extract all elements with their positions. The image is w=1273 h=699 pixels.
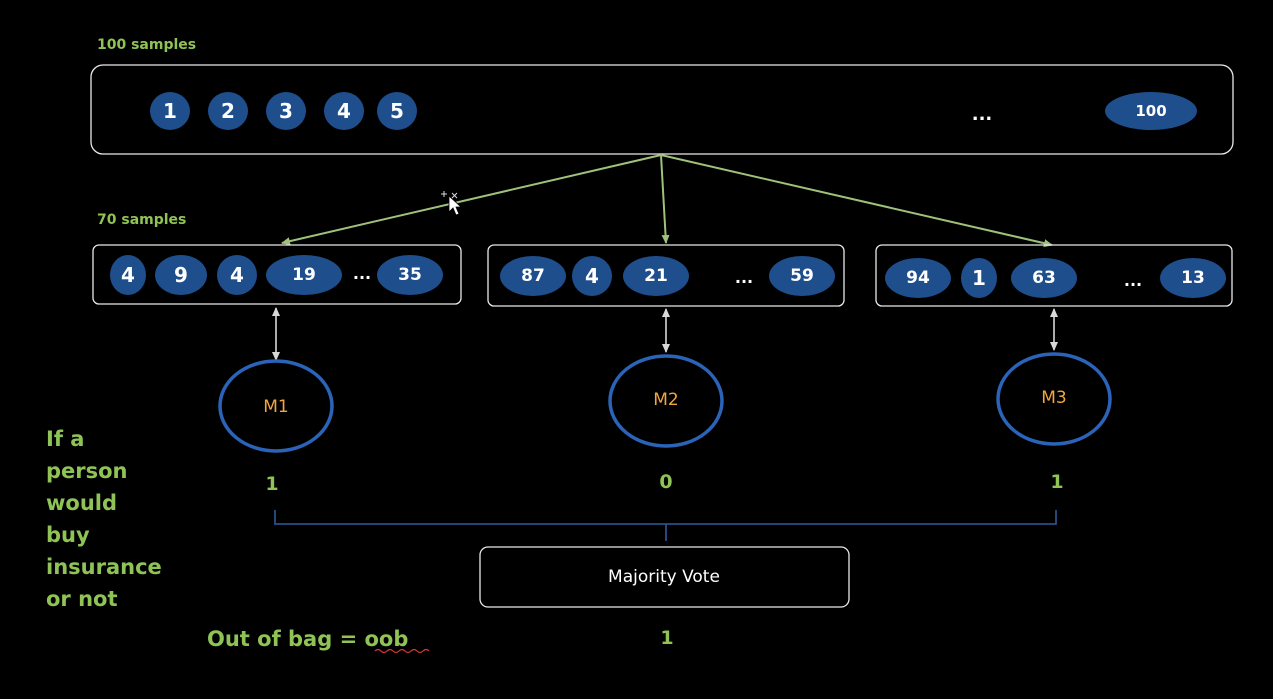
subset-1-pill-4-text: 19 [292, 265, 316, 285]
subset-1-pill-2-text: 9 [174, 263, 188, 287]
model-3-label: M3 [1041, 388, 1066, 408]
subset-1-pill-3: 4 [217, 255, 257, 295]
full-dataset-box [90, 64, 1234, 155]
model-3: M3 [996, 352, 1112, 446]
subset-1-pill-last: 35 [377, 255, 443, 295]
question-line-1: If a [46, 427, 84, 451]
subset-3-ellipsis: ... [1124, 271, 1142, 290]
subset-2-pill-2: 4 [572, 256, 612, 296]
model-1-prediction: 1 [265, 473, 278, 495]
subset-box-3 [875, 244, 1233, 307]
subset-2-pill-1: 87 [500, 256, 566, 296]
sample-arrow-1 [281, 154, 662, 246]
sample-arrow-3 [660, 154, 1053, 248]
subset-2-ellipsis: ... [735, 268, 753, 287]
top-pill-1: 1 [150, 92, 190, 130]
sample-arrow-2 [660, 154, 670, 244]
top-pill-3: 3 [266, 92, 306, 130]
subset-2-pill-1-text: 87 [521, 266, 545, 286]
top-pill-3-text: 3 [279, 99, 293, 123]
top-pill-100: 100 [1105, 92, 1197, 130]
subset-3-pill-2: 1 [961, 258, 997, 298]
question-line-5: insurance [46, 555, 162, 579]
mouse-cursor-icon [441, 191, 463, 216]
subset-3-pill-1: 94 [885, 258, 951, 298]
subset-1-pill-4: 19 [266, 255, 342, 295]
majority-vote-result: 1 [660, 627, 673, 649]
model-2-label: M2 [653, 390, 678, 410]
subset-1-pill-1: 4 [110, 255, 146, 295]
oob-label: Out of bag = oob [207, 627, 408, 651]
subset-2-pill-3-text: 21 [644, 266, 668, 286]
subset-3-pill-2-text: 1 [972, 266, 986, 290]
majority-vote-label: Majority Vote [608, 567, 720, 587]
subset-3-pill-1-text: 94 [906, 268, 930, 288]
subset-3-pill-last: 13 [1160, 258, 1226, 298]
question-line-4: buy [46, 523, 90, 547]
subset-box-2 [487, 244, 845, 307]
top-pill-100-text: 100 [1135, 102, 1166, 120]
subset-2-pill-2-text: 4 [585, 264, 599, 288]
top-samples-label: 100 samples [97, 37, 196, 53]
top-pill-2: 2 [208, 92, 248, 130]
subset-1-ellipsis: ... [353, 264, 371, 283]
subset-2-pill-last-text: 59 [790, 266, 814, 286]
subset-samples-label: 70 samples [97, 212, 186, 228]
subset-3-pill-3-text: 63 [1032, 268, 1056, 288]
subset-3-pill-3: 63 [1011, 258, 1077, 298]
majority-vote-box [479, 546, 850, 608]
subset-box-1 [92, 244, 462, 305]
subset-2-pill-last: 59 [769, 256, 835, 296]
spellcheck-underline [374, 648, 430, 654]
top-ellipsis: ... [972, 104, 993, 125]
model-2: M2 [608, 354, 724, 448]
question-line-6: or not [46, 587, 118, 611]
subset-1-pill-2: 9 [155, 255, 207, 295]
top-pill-4: 4 [324, 92, 364, 130]
top-pill-2-text: 2 [221, 99, 235, 123]
subset-1-pill-last-text: 35 [398, 265, 422, 285]
model-1: M1 [218, 359, 334, 453]
subset-1-pill-3-text: 4 [230, 263, 244, 287]
top-pill-5: 5 [377, 92, 417, 130]
subset-1-pill-1-text: 4 [121, 263, 135, 287]
model-3-prediction: 1 [1050, 471, 1063, 493]
subset-2-pill-3: 21 [623, 256, 689, 296]
aggregation-bracket [274, 510, 1057, 541]
top-pill-1-text: 1 [163, 99, 177, 123]
question-line-3: would [46, 491, 117, 515]
model-2-prediction: 0 [659, 471, 672, 493]
question-line-2: person [46, 459, 128, 483]
top-pill-4-text: 4 [337, 99, 351, 123]
subset-3-pill-last-text: 13 [1181, 268, 1205, 288]
top-pill-5-text: 5 [390, 99, 404, 123]
model-1-label: M1 [263, 397, 288, 417]
